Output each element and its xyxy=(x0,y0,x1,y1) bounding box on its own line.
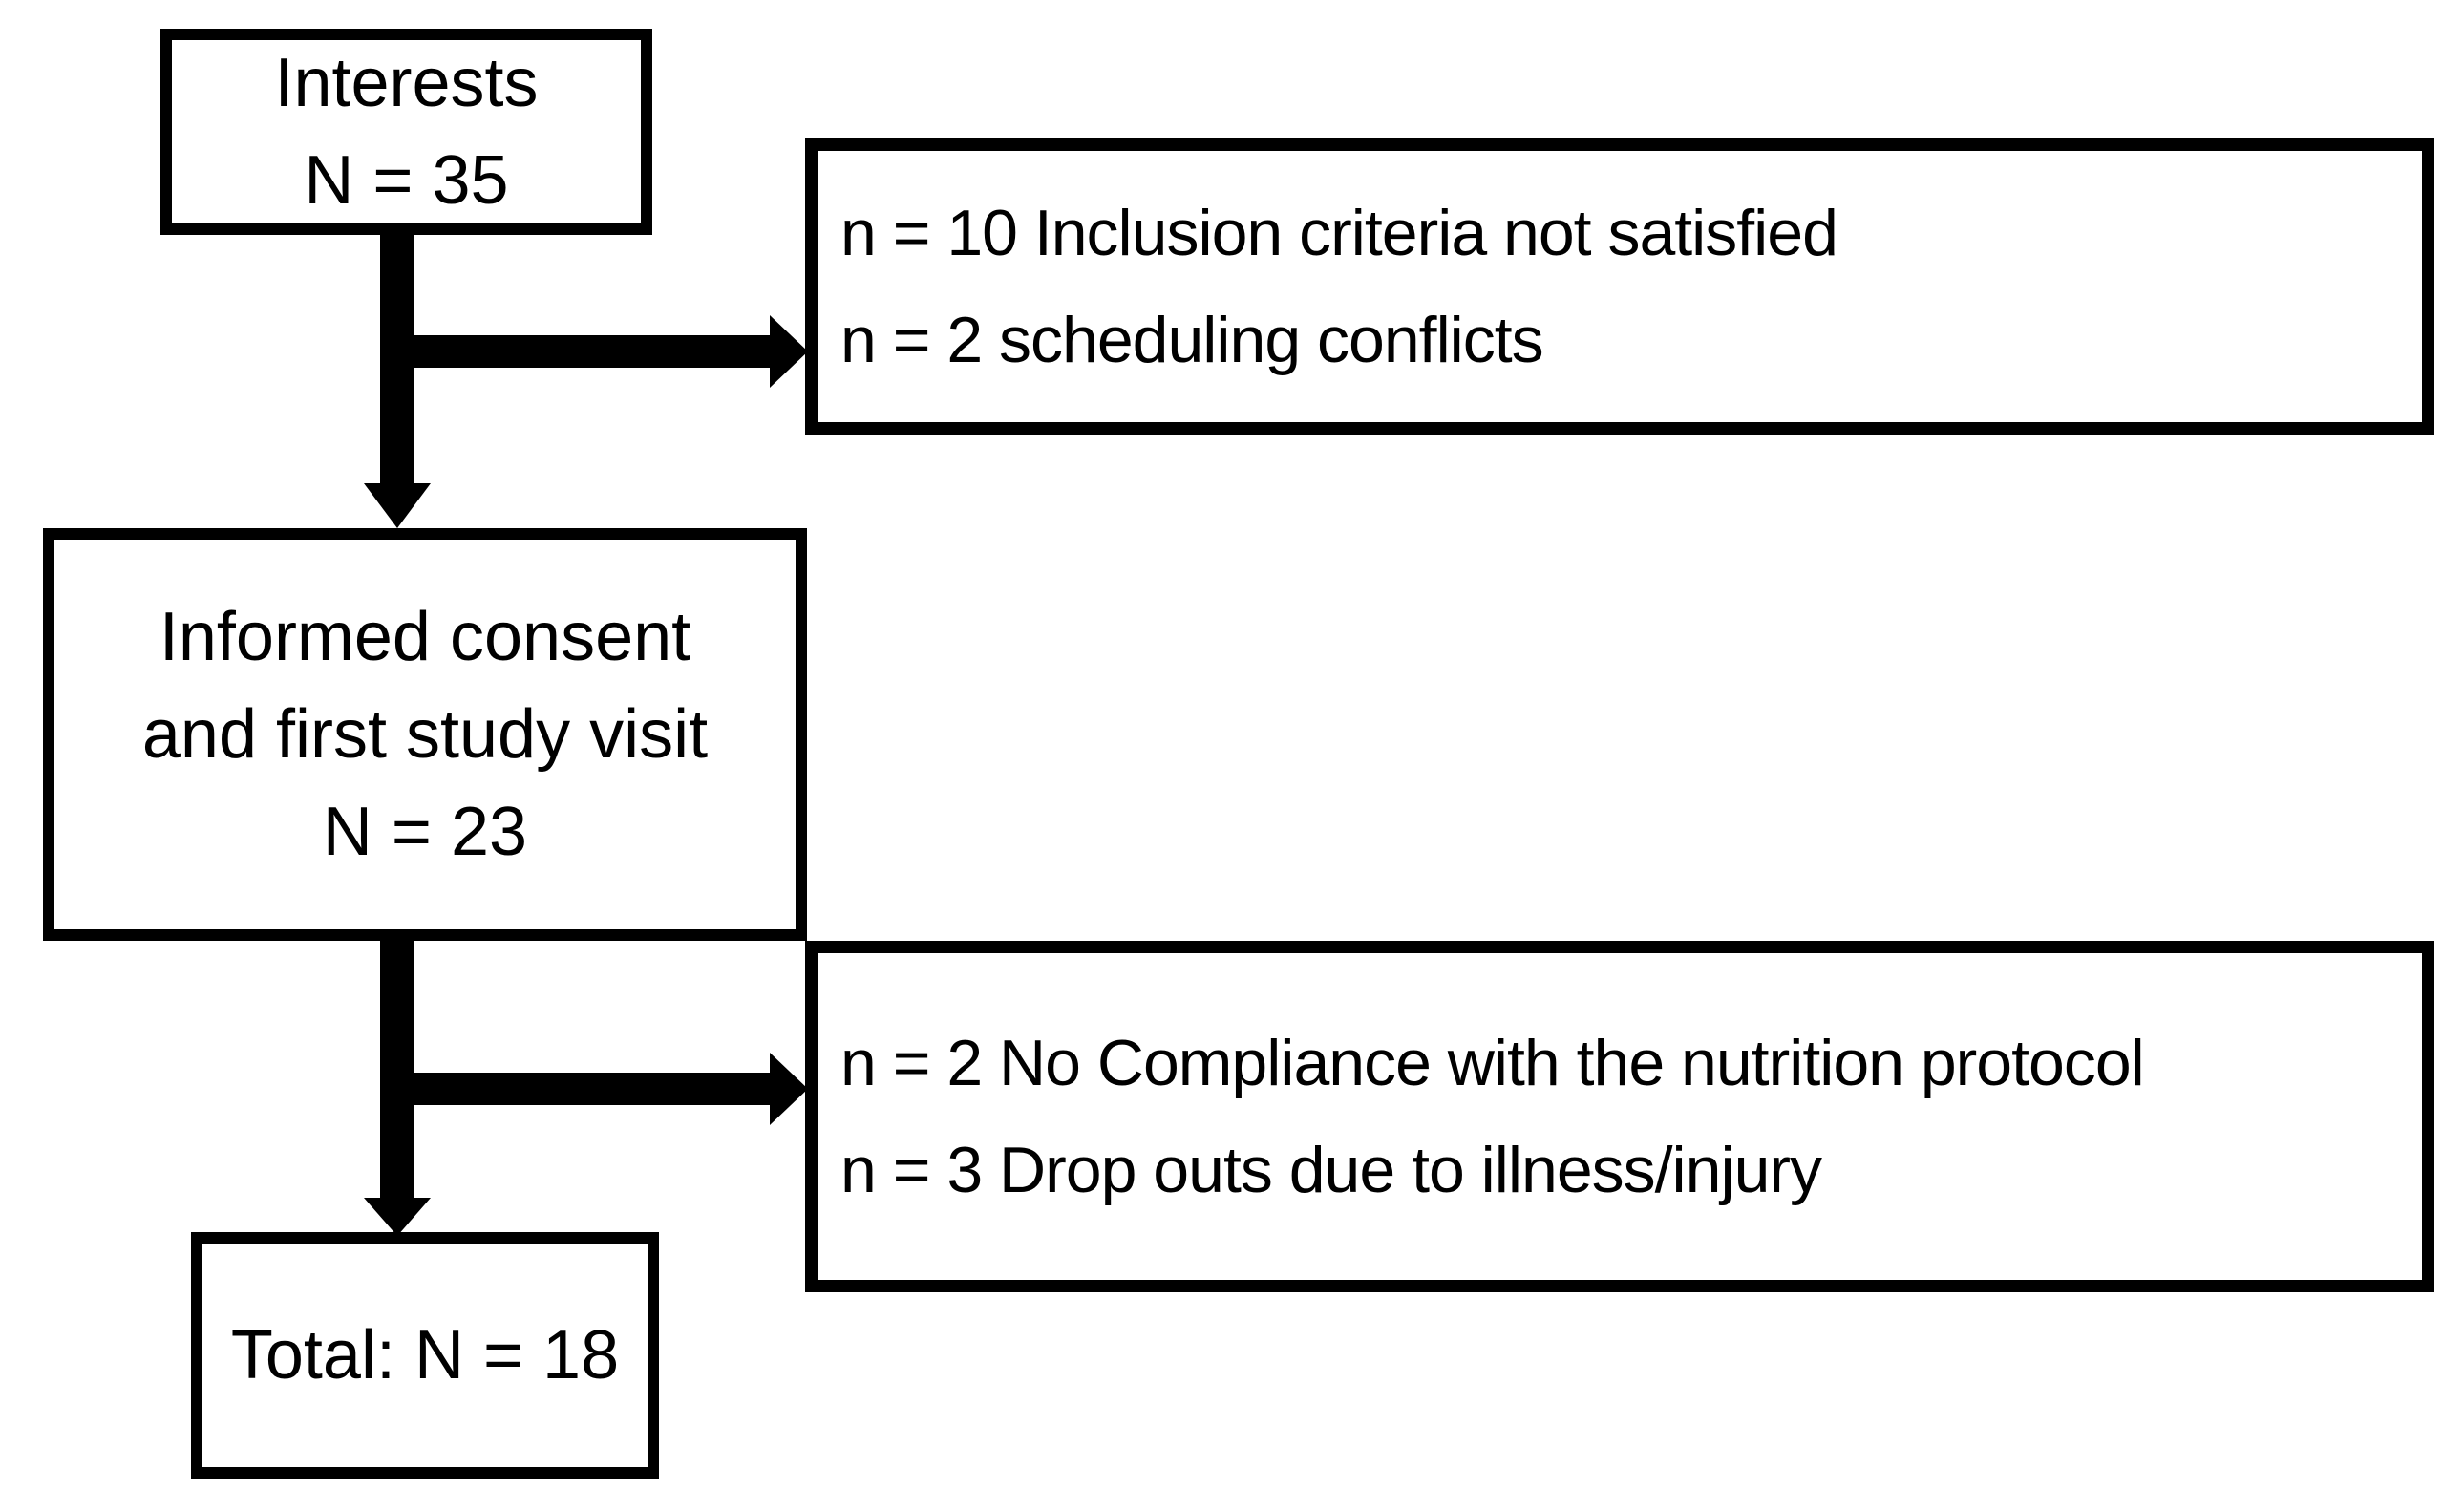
arrow-down-1-head-icon xyxy=(364,483,431,528)
consent-count: N = 23 xyxy=(322,794,528,870)
interests-count: N = 35 xyxy=(304,142,509,219)
flow-box-excluded-screening: n = 10 Inclusion criteria not satisfied … xyxy=(805,138,2434,435)
flow-box-total: Total: N = 18 xyxy=(191,1232,659,1479)
arrow-right-2-head-icon xyxy=(770,1053,808,1125)
total-count: Total: N = 18 xyxy=(230,1317,620,1394)
flow-box-interests: Interests N = 35 xyxy=(160,29,652,235)
excluded-screening-reason-1: n = 10 Inclusion criteria not satisfied xyxy=(840,197,1838,269)
arrow-down-2-head-icon xyxy=(364,1198,431,1236)
excluded-screening-reason-2: n = 2 scheduling conflicts xyxy=(840,304,1544,376)
consent-label-line-2: and first study visit xyxy=(141,696,709,773)
flow-box-consent: Informed consent and first study visit N… xyxy=(43,528,807,941)
arrow-right-2-shaft xyxy=(397,1073,772,1105)
flow-box-excluded-intervention: n = 2 No Compliance with the nutrition p… xyxy=(805,941,2434,1292)
consent-label-line-1: Informed consent xyxy=(159,599,691,675)
arrow-right-1-shaft xyxy=(397,335,772,368)
arrow-right-1-head-icon xyxy=(770,315,808,388)
interests-label: Interests xyxy=(274,45,539,121)
arrow-down-2-shaft xyxy=(380,938,414,1200)
excluded-intervention-reason-2: n = 3 Drop outs due to illness/injury xyxy=(840,1134,1822,1206)
excluded-intervention-reason-1: n = 2 No Compliance with the nutrition p… xyxy=(840,1027,2145,1099)
